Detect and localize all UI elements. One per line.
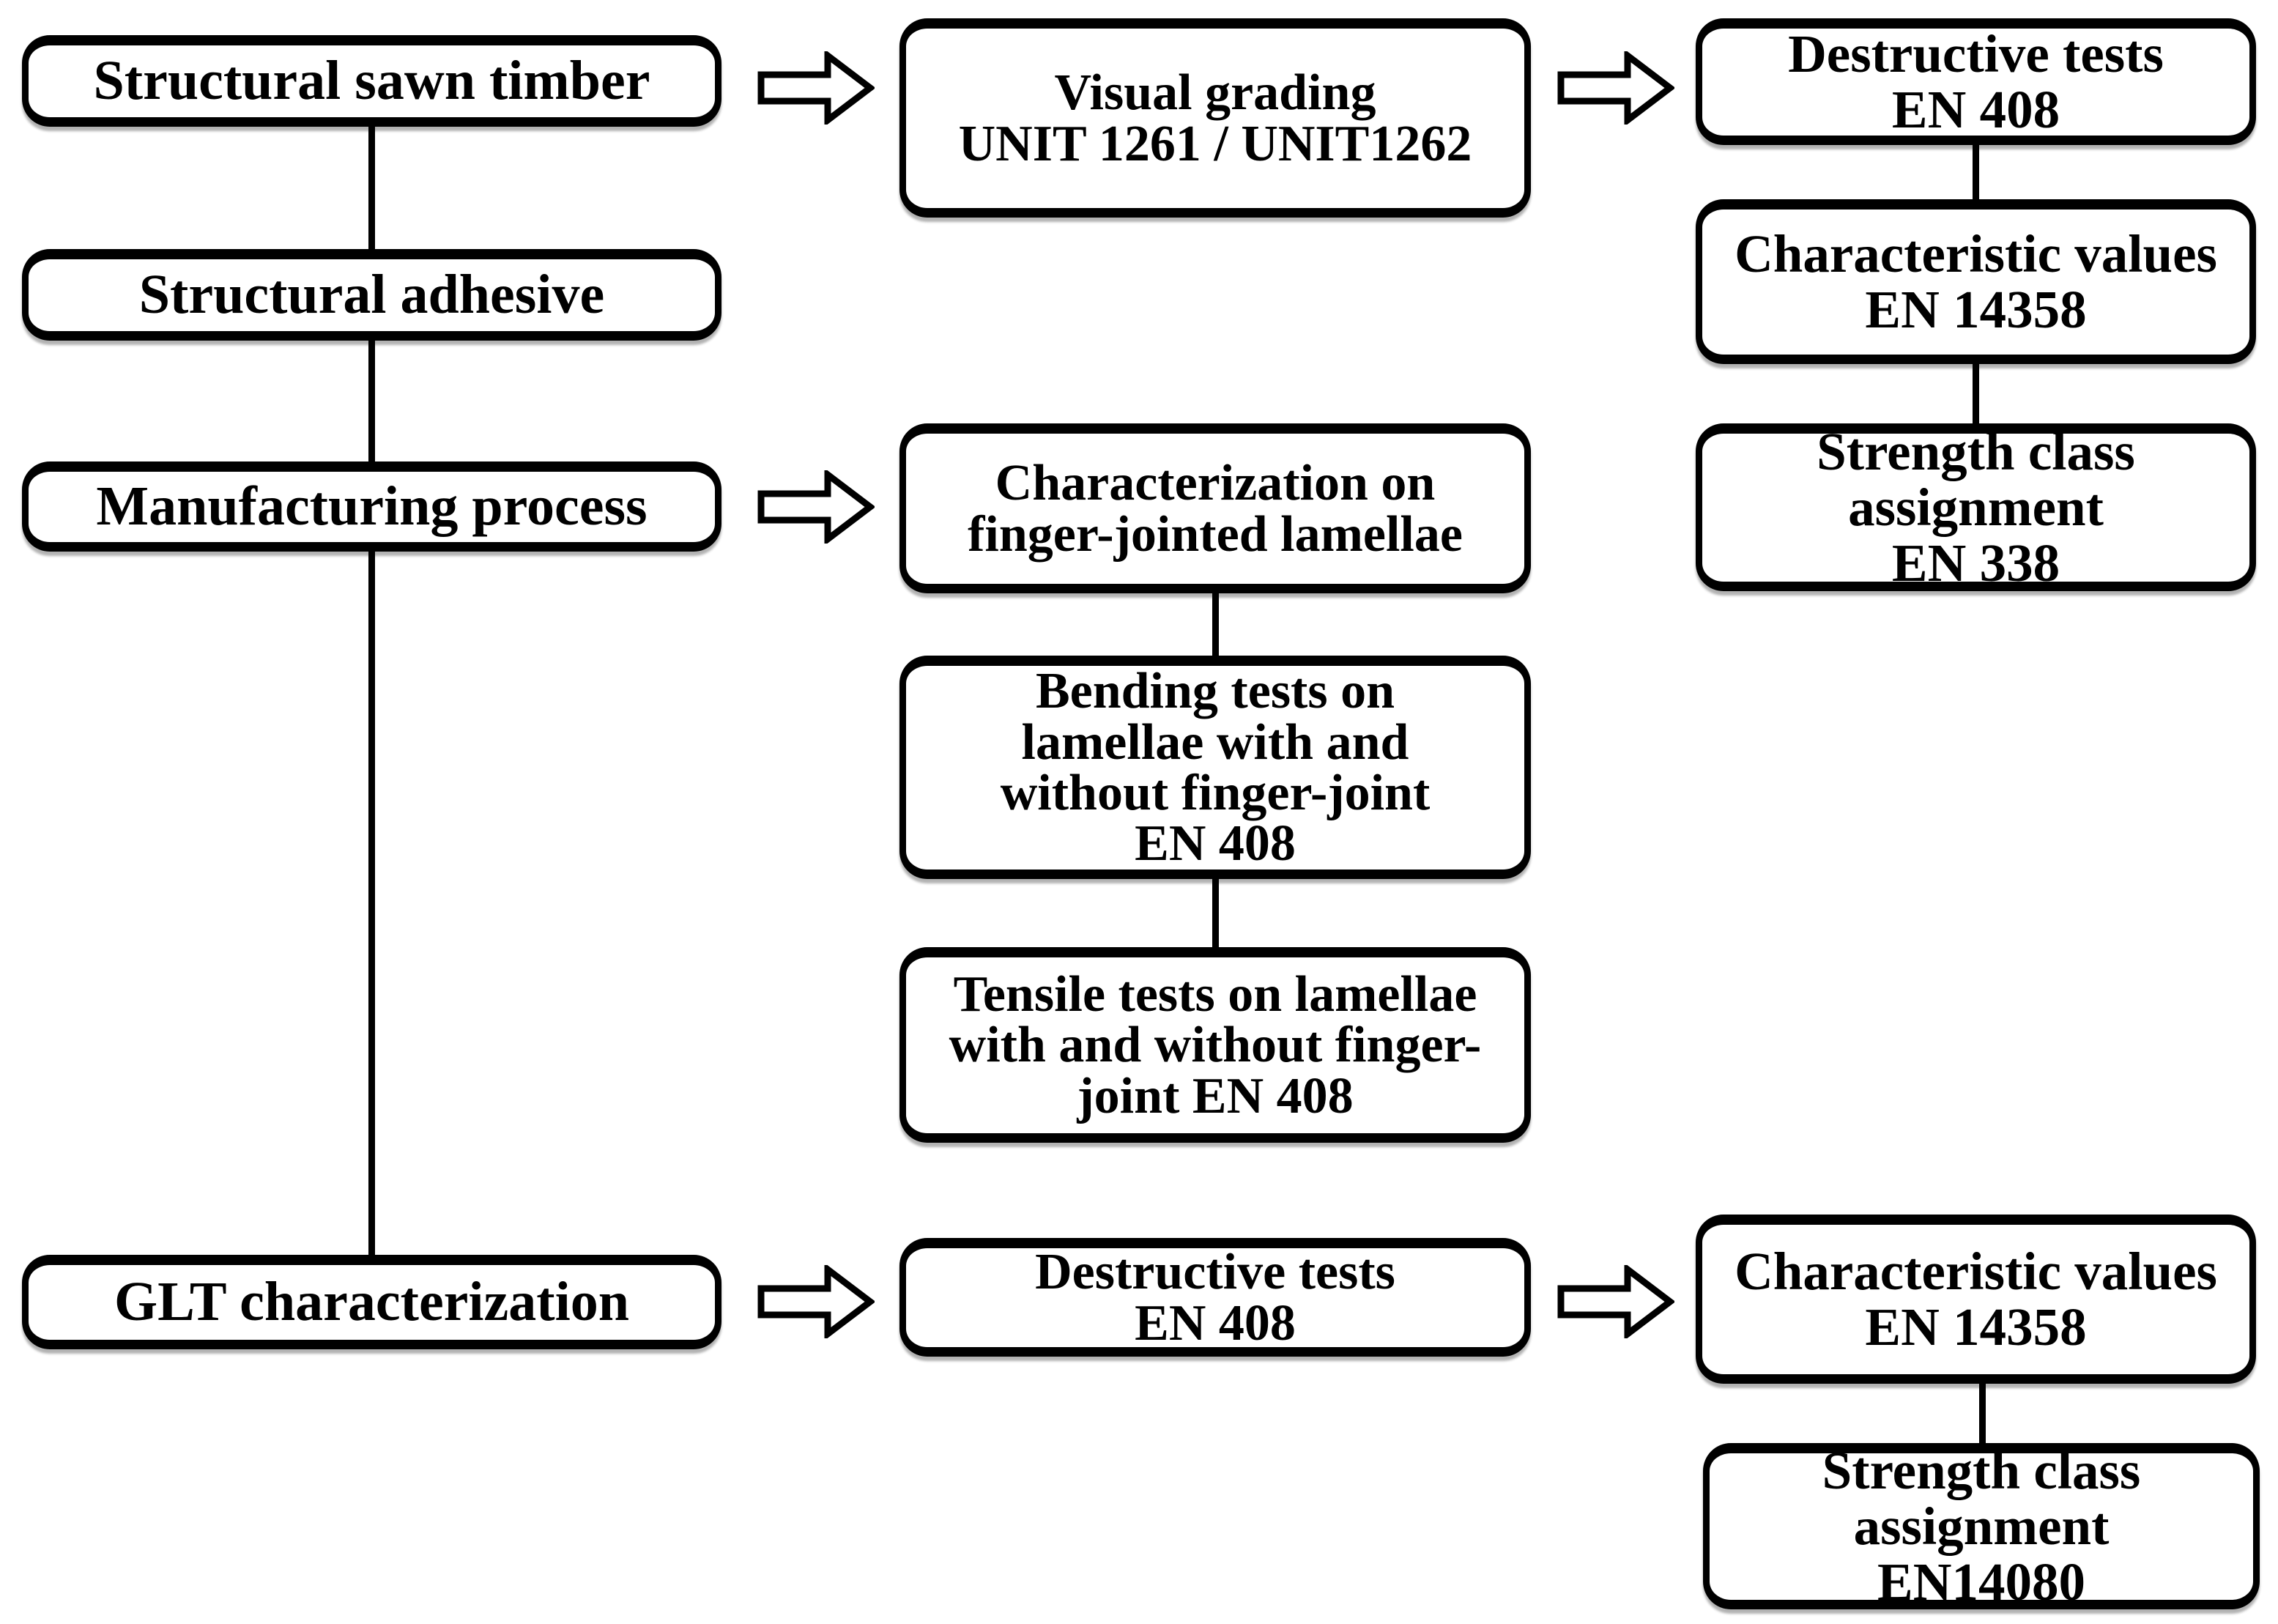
characterization-finger-jointed-label: Characterization on finger-jointed lamel… xyxy=(968,455,1463,563)
flow-box-destructive-tests-sawn: Destructive tests EN 408 xyxy=(1696,18,2256,145)
visual-grading-label: Visual grading UNIT 1261 / UNIT1262 xyxy=(958,64,1472,172)
flow-box-destructive-tests-glt: Destructive tests EN 408 xyxy=(899,1238,1531,1357)
connector-adhesive-to-manufacturing xyxy=(368,341,375,461)
arrow-right-icon xyxy=(1557,1265,1674,1338)
arrow-right-icon xyxy=(757,1265,875,1338)
flow-box-bending-tests: Bending tests on lamellae with and witho… xyxy=(899,656,1531,879)
characteristic-values-sawn-label: Characteristic values EN 14358 xyxy=(1735,224,2217,339)
flow-box-visual-grading: Visual grading UNIT 1261 / UNIT1262 xyxy=(899,18,1531,218)
arrow-right-icon xyxy=(1557,51,1674,125)
arrow-right-icon xyxy=(757,51,875,125)
destructive-tests-sawn-label: Destructive tests EN 408 xyxy=(1788,24,2164,139)
flow-box-characteristic-values-glt: Characteristic values EN 14358 xyxy=(1696,1215,2256,1384)
glt-characterization-label: GLT characterization xyxy=(114,1271,629,1333)
connector-characteristic-to-strength14080 xyxy=(1979,1384,1986,1443)
flow-box-structural-sawn-timber: Structural sawn timber xyxy=(22,35,721,127)
flow-box-characterization-finger-jointed: Characterization on finger-jointed lamel… xyxy=(899,423,1531,593)
manufacturing-process-label: Manufacturing process xyxy=(96,475,648,538)
connector-characterization-to-bending xyxy=(1212,593,1219,656)
connector-characteristic-to-strength338 xyxy=(1973,364,1979,423)
flow-box-strength-class-en14080: Strength class assignment EN14080 xyxy=(1703,1443,2260,1609)
flow-box-manufacturing-process: Manufacturing process xyxy=(22,461,721,552)
flow-box-tensile-tests: Tensile tests on lamellae with and witho… xyxy=(899,947,1531,1143)
connector-destructive-to-characteristic xyxy=(1973,145,1979,199)
connector-sawn-to-adhesive xyxy=(368,127,375,249)
connector-manufacturing-to-glt xyxy=(368,552,375,1255)
characteristic-values-glt-label: Characteristic values EN 14358 xyxy=(1735,1242,2217,1357)
arrow-right-icon xyxy=(757,470,875,544)
structural-sawn-timber-label: Structural sawn timber xyxy=(93,50,650,112)
tensile-tests-label: Tensile tests on lamellae with and witho… xyxy=(949,966,1482,1124)
flow-box-strength-class-en338: Strength class assignment EN 338 xyxy=(1696,423,2256,591)
bending-tests-label: Bending tests on lamellae with and witho… xyxy=(1000,663,1431,872)
flow-box-structural-adhesive: Structural adhesive xyxy=(22,249,721,341)
strength-class-en338-label: Strength class assignment EN 338 xyxy=(1817,422,2135,593)
connector-bending-to-tensile xyxy=(1212,879,1219,947)
strength-class-en14080-label: Strength class assignment EN14080 xyxy=(1822,1441,2141,1612)
destructive-tests-glt-label: Destructive tests EN 408 xyxy=(1035,1244,1395,1352)
structural-adhesive-label: Structural adhesive xyxy=(138,264,605,326)
flow-box-glt-characterization: GLT characterization xyxy=(22,1255,721,1349)
flow-box-characteristic-values-sawn: Characteristic values EN 14358 xyxy=(1696,199,2256,364)
